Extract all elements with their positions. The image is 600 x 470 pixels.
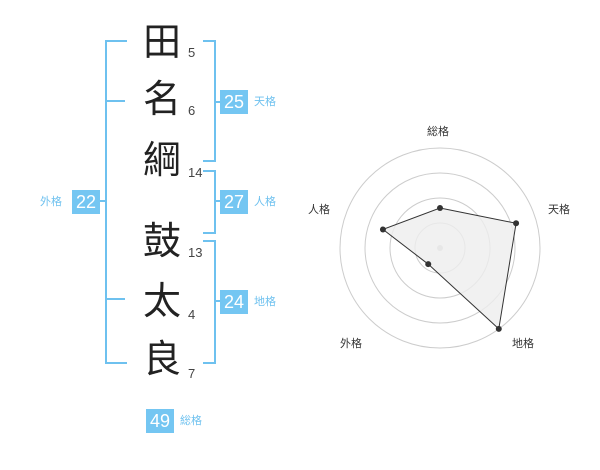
bracket-tick bbox=[97, 200, 106, 202]
jinkaku-value: 27 bbox=[220, 190, 248, 214]
gaikaku-value: 22 bbox=[72, 190, 100, 214]
grid-ring bbox=[339, 147, 541, 349]
gaikaku-label: 外格 bbox=[40, 195, 62, 208]
jinkaku-label: 人格 bbox=[254, 195, 276, 208]
chikaku-label: 地格 bbox=[254, 295, 276, 308]
name-char-4: 鼓 bbox=[142, 219, 181, 263]
stroke-count-3: 14 bbox=[188, 165, 203, 180]
axis-label-soukaku: 総格 bbox=[427, 125, 449, 138]
stroke-count-2: 6 bbox=[188, 103, 196, 118]
tenkaku-label: 天格 bbox=[254, 95, 276, 108]
bracket-tick bbox=[214, 300, 220, 302]
name-char-6: 良 bbox=[142, 337, 181, 381]
stroke-count-1: 5 bbox=[188, 45, 196, 60]
radar-point-5 bbox=[379, 226, 386, 233]
stroke-count-4: 13 bbox=[188, 245, 203, 260]
radar-point-2 bbox=[513, 220, 520, 227]
bracket-tick bbox=[105, 298, 125, 300]
stroke-count-6: 7 bbox=[188, 366, 196, 381]
bracket-tick bbox=[214, 101, 220, 103]
radar-point-3 bbox=[495, 325, 502, 332]
chikaku-bracket bbox=[203, 240, 216, 364]
bracket-tick bbox=[214, 200, 220, 202]
stroke-count-5: 4 bbox=[188, 307, 196, 322]
axis-label-jinkaku: 人格 bbox=[308, 203, 330, 216]
name-char-3: 綱 bbox=[142, 138, 181, 182]
radar-point-1 bbox=[437, 205, 443, 211]
grid-ring bbox=[364, 172, 516, 324]
soukaku-value: 49 bbox=[146, 409, 174, 433]
name-char-2: 名 bbox=[142, 77, 181, 121]
radar-polygon bbox=[381, 207, 517, 330]
jinkaku-bracket bbox=[203, 170, 216, 234]
radar-point-4 bbox=[425, 261, 432, 268]
chikaku-value: 24 bbox=[220, 290, 248, 314]
name-char-1: 田 bbox=[142, 20, 181, 64]
gaikaku-bracket bbox=[105, 40, 127, 364]
name-char-5: 太 bbox=[142, 279, 181, 323]
axis-label-tenkaku: 天格 bbox=[548, 203, 570, 216]
soukaku-label: 総格 bbox=[180, 414, 202, 427]
bracket-tick bbox=[105, 100, 125, 102]
tenkaku-value: 25 bbox=[220, 90, 248, 114]
axis-label-chikaku: 地格 bbox=[512, 337, 534, 350]
axis-label-gaikaku: 外格 bbox=[340, 337, 362, 350]
